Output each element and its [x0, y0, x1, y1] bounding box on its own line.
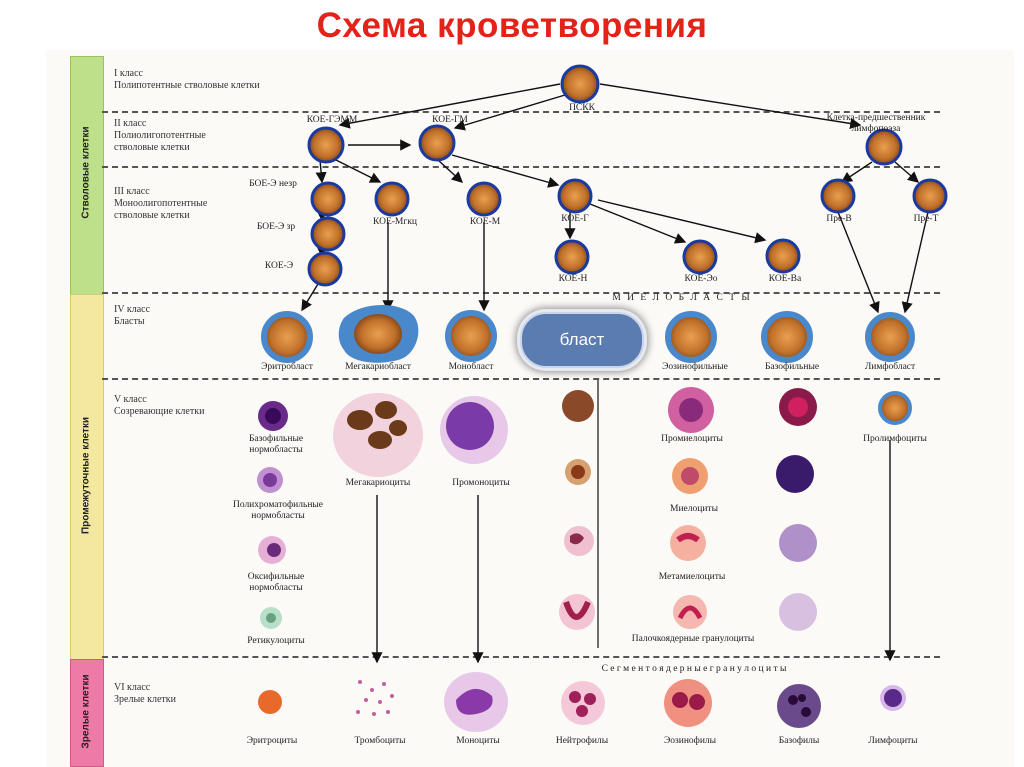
label-lymphocytes: Лимфоциты — [868, 736, 918, 746]
label-erythrocytes: Эритроциты — [246, 736, 298, 746]
label-eosinophils: Эозинофилы — [663, 736, 717, 746]
label-myelocytes: Миелоциты — [670, 504, 718, 514]
cell-lymphoblast — [865, 312, 915, 362]
cell-koe-g — [557, 178, 593, 214]
label-koe-mgkc: КОЕ-Мгкц — [373, 217, 417, 227]
cell-koe-n — [554, 239, 590, 275]
segmented-header: С е г м е н т о я д е р н ы е г р а н у … — [601, 664, 787, 674]
cell-platelets — [356, 680, 394, 716]
label-koe-e: КОЕ-Э — [264, 261, 294, 271]
label-basophilic-blast: Базофильные — [764, 362, 820, 372]
cell-lymph-precursor — [865, 128, 903, 166]
label-erythroblast: Эритробласт — [261, 362, 313, 372]
label-lymph-precursor: Клетка-предшественник лимфопоэза — [826, 113, 926, 134]
label-eosinophilic-blast: Эозинофильные — [662, 362, 728, 372]
label-megakaryocytes: Мегакариоциты — [345, 478, 411, 488]
label-prolymphocytes: Пролимфоциты — [863, 434, 927, 444]
cell-basophilic-blast — [761, 311, 813, 363]
label-pre-t: Пре-Т — [913, 214, 939, 224]
label-koe-m: КОЕ-М — [469, 217, 501, 227]
cell-neutro-promyelocyte — [562, 390, 594, 422]
cell-eosinophilic-blast — [665, 311, 717, 363]
cell-prolymphocyte — [878, 391, 912, 425]
label-platelets: Тромбоциты — [354, 736, 406, 746]
cell-psck — [560, 64, 600, 104]
cell-baso-metamyelocyte — [779, 524, 817, 562]
cell-basophil — [777, 684, 821, 728]
label-metamyelocytes: Метамиелоциты — [658, 572, 726, 582]
cell-koe-ba — [765, 238, 801, 274]
sidebar-intermediate-band — [70, 294, 104, 661]
cell-koe-e — [307, 251, 343, 287]
label-boe-e-nezr: БОЕ-Э незр — [249, 179, 297, 189]
label-monoblast: Монобласт — [448, 362, 494, 372]
separator-1 — [102, 111, 940, 113]
separator-2 — [102, 166, 940, 168]
label-koe-gm: КОЕ-ГМ — [432, 115, 468, 125]
cell-eosinophil — [664, 679, 712, 727]
cell-koe-gemm — [307, 126, 345, 164]
cell-neutrophil — [561, 681, 605, 725]
label-pre-b: Пре-В — [826, 214, 852, 224]
sidebar-mature-band — [70, 659, 104, 767]
cell-baso-band — [779, 593, 817, 631]
diagram-area — [46, 50, 1014, 767]
label-basophils: Базофилы — [778, 736, 820, 746]
page-title: Схема кроветворения — [316, 6, 708, 45]
cell-eos-band — [673, 595, 707, 629]
cell-pre-b — [820, 178, 856, 214]
cell-boe-e-zr — [310, 216, 346, 252]
cell-erythrocyte — [258, 690, 282, 714]
blast-callout-text: бласт — [559, 330, 605, 349]
separator-5 — [102, 656, 940, 658]
cell-koe-eo — [682, 239, 718, 275]
label-band-granulocytes: Палочкоядерные гранулоциты — [631, 634, 755, 644]
separator-3 — [102, 292, 940, 294]
label-lymphoblast: Лимфобласт — [864, 362, 916, 372]
label-promonocytes: Промоноциты — [452, 478, 510, 488]
cell-koe-gm — [418, 124, 456, 162]
label-koe-eo: КОЕ-Эо — [684, 274, 718, 284]
label-koe-gemm: КОЕ-ГЭММ — [306, 115, 358, 125]
blast-callout: бласт — [520, 312, 644, 368]
label-koe-ba: КОЕ-Ва — [768, 274, 802, 284]
cell-eos-metamyelocyte — [670, 525, 706, 561]
sidebar-stem-band — [70, 56, 104, 296]
label-boe-e-zr: БОЕ-Э зр — [256, 222, 296, 232]
cell-boe-e-nezr — [310, 181, 346, 217]
cell-baso-myelocyte — [776, 455, 814, 493]
cell-monoblast — [445, 310, 497, 362]
separator-4 — [102, 378, 940, 380]
cell-erythroblast — [261, 311, 313, 363]
cell-koe-m — [466, 181, 502, 217]
label-promyelocytes: Промиелоциты — [661, 434, 723, 444]
label-psck: ПСКК — [569, 103, 595, 113]
cell-pre-t — [912, 178, 948, 214]
label-monocytes: Моноциты — [456, 736, 500, 746]
cell-neutro-band — [559, 594, 595, 630]
label-megakaryoblast: Мегакариобласт — [345, 362, 411, 372]
cell-koe-mgkc — [374, 181, 410, 217]
label-reticulocytes: Ретикулоциты — [247, 636, 305, 646]
label-koe-n: КОЕ-Н — [558, 274, 588, 284]
myeloblasts-header: М И Е Л О Б Л А С Т Ы — [612, 293, 752, 303]
label-neutrophils: Нейтрофилы — [555, 736, 609, 746]
label-koe-g: КОЕ-Г — [561, 214, 589, 224]
